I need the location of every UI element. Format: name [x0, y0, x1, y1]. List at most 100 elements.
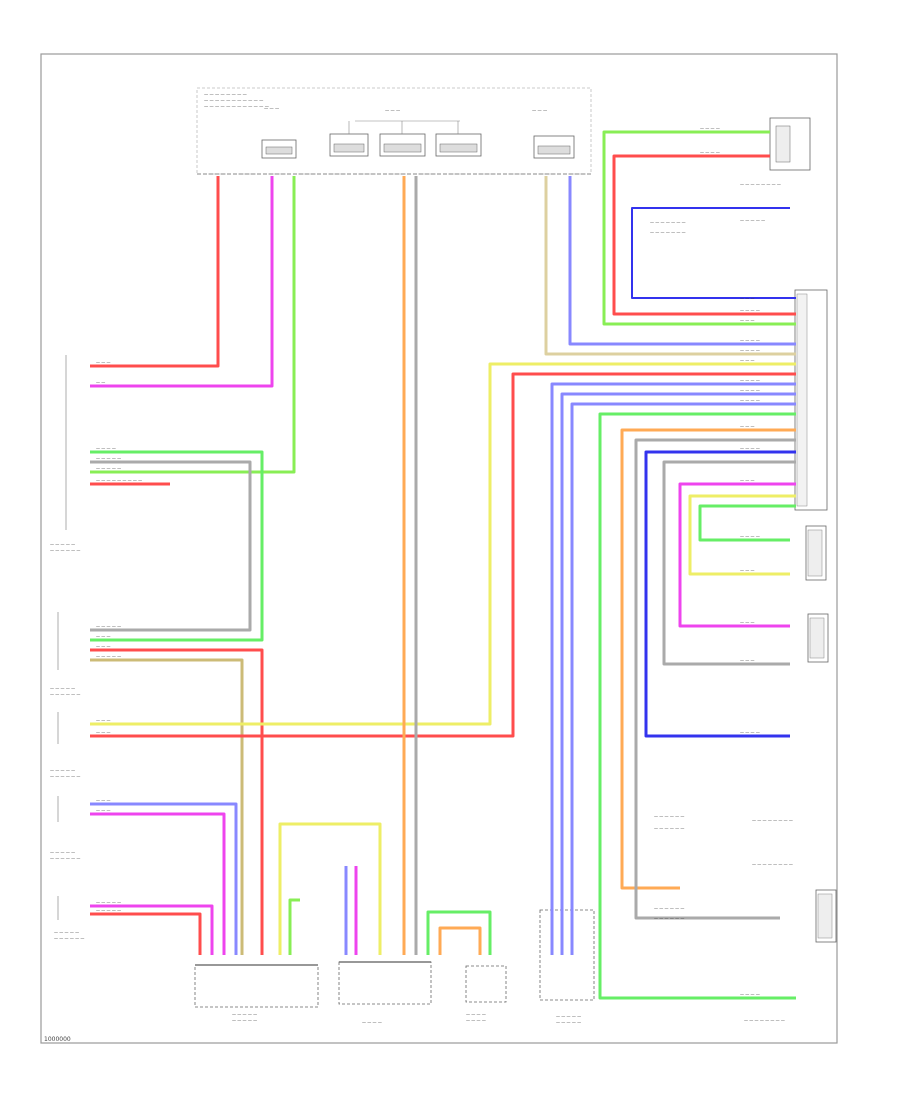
svg-text:— — — — — —: — — — — — — — [50, 692, 80, 697]
footer-code: 1000000 — [44, 1036, 71, 1043]
svg-text:— — — —: — — — — — [740, 378, 760, 383]
svg-text:— — — — — —: — — — — — — — [654, 916, 684, 921]
svg-text:— — — — — —: — — — — — — — [654, 814, 684, 819]
svg-text:— — — — — — — — — — —: — — — — — — — — — — — — [204, 98, 263, 103]
svg-text:— — —: — — — — [740, 478, 755, 483]
wire-grey-right — [634, 438, 796, 920]
wire-green-bottom — [426, 910, 492, 955]
wire-blue-right-top — [631, 207, 796, 299]
svg-text:— — —: — — — — [96, 634, 111, 639]
bottom-modules — [194, 909, 595, 1008]
svg-text:— — — — —: — — — — — — [54, 930, 79, 935]
svg-text:— — — —: — — — — — [740, 388, 760, 393]
wire-violet-bundle-3 — [570, 402, 796, 955]
svg-text:— — —: — — — — [96, 360, 111, 365]
wire-tan-center — [90, 658, 244, 955]
wire-red-right-top — [612, 154, 796, 316]
wire-green-mid — [288, 898, 300, 955]
right-connectors — [769, 117, 837, 943]
wire-orange-bottom — [438, 926, 482, 955]
svg-text:— — — —: — — — — — [96, 446, 116, 451]
svg-text:— — — — — —: — — — — — — — [654, 906, 684, 911]
svg-text:— — — — —: — — — — — — [50, 686, 75, 691]
wire-orange-right — [620, 428, 796, 890]
svg-text:— — —: — — — — [264, 106, 279, 111]
svg-text:— — — —: — — — — — [740, 992, 760, 997]
svg-text:— — — —: — — — — — [466, 1018, 486, 1023]
svg-text:— — — — — —: — — — — — — — [50, 856, 80, 861]
wire-light-green-left — [90, 450, 264, 642]
wire-green-bundle — [598, 412, 796, 1000]
svg-text:— — — — —: — — — — — — [96, 654, 121, 659]
svg-text:— — — —: — — — — — [740, 348, 760, 353]
wire-red-top — [90, 176, 220, 368]
svg-text:— — — — — — — —: — — — — — — — — — [204, 92, 247, 97]
svg-text:— — — —: — — — — — [740, 730, 760, 735]
svg-text:— — — — —: — — — — — — [556, 1020, 581, 1025]
wire-pink-right — [678, 482, 796, 628]
wire-green-right-low — [698, 504, 796, 542]
svg-text:— — — — —: — — — — — — [556, 1014, 581, 1019]
svg-text:— — — — — — — —: — — — — — — — — — [744, 1018, 785, 1023]
wire-red-long — [90, 372, 796, 738]
wire-violet-bundle-1 — [550, 382, 796, 955]
svg-text:— — —: — — — — [96, 798, 111, 803]
wire-blue-right — [644, 450, 796, 738]
svg-text:— — — — —: — — — — — — [740, 218, 765, 223]
svg-text:— — —: — — — — [740, 296, 755, 301]
svg-text:— — —: — — — — [740, 568, 755, 573]
top-control-module: — — — — — — — — — — — — — — — — — — — — … — [196, 87, 592, 175]
svg-text:— — — — —: — — — — — — [96, 900, 121, 905]
wire-labels: — — —— — — — — —— — — — — — — — — —— — —… — [50, 126, 793, 1025]
svg-text:— — —: — — — — [532, 108, 547, 113]
wire-grey-right-2 — [662, 460, 796, 666]
diagram-frame — [40, 53, 838, 1044]
svg-text:— — — — —: — — — — — — [96, 624, 121, 629]
svg-text:— — — — — — — —: — — — — — — — — — [752, 818, 793, 823]
svg-text:— — — —: — — — — — [700, 150, 720, 155]
svg-text:— — — — —: — — — — — — [96, 908, 121, 913]
svg-text:— — — — —: — — — — — — [50, 768, 75, 773]
wire-pink-top — [90, 176, 274, 388]
svg-text:— — — — — —: — — — — — — — [50, 548, 80, 553]
wire-yellow-mid — [278, 822, 382, 955]
svg-text:— — — — —: — — — — — — [96, 456, 121, 461]
svg-text:— — — —: — — — — — [740, 338, 760, 343]
svg-text:— — — — — — — — — — — —: — — — — — — — — — — — — — [204, 104, 269, 109]
svg-text:— — — —: — — — — — [362, 1020, 382, 1025]
svg-text:— — — — — —: — — — — — — — [654, 826, 684, 831]
svg-text:— — — — — — —: — — — — — — — — [650, 220, 686, 225]
svg-text:— — —: — — — — [96, 808, 111, 813]
wire-pink-left — [90, 812, 226, 955]
wire-violet-right — [568, 176, 796, 346]
svg-text:— — —: — — — — [385, 108, 400, 113]
wire-yellow-long — [90, 362, 796, 726]
svg-text:— — — — — — — —: — — — — — — — — — [740, 182, 781, 187]
svg-text:— — —: — — — — [740, 620, 755, 625]
svg-text:— — —: — — — — [740, 424, 755, 429]
svg-text:— — — — — —: — — — — — — — [54, 936, 84, 941]
svg-text:— — —: — — — — [96, 718, 111, 723]
svg-text:— — —: — — — — [96, 730, 111, 735]
svg-text:— — —: — — — — [96, 644, 111, 649]
svg-text:— — — — — — — —: — — — — — — — — — [752, 862, 793, 867]
svg-text:— — — — —: — — — — — — [232, 1018, 257, 1023]
svg-text:— — — —: — — — — — [740, 398, 760, 403]
svg-text:— — — —: — — — — — [740, 308, 760, 313]
svg-text:— —: — — — [96, 380, 105, 385]
wire-pink-bottom — [90, 904, 214, 955]
svg-text:— — — — — — — — —: — — — — — — — — — — [96, 478, 142, 483]
svg-text:— — — — —: — — — — — — [96, 466, 121, 471]
svg-text:— — — — — — —: — — — — — — — — [650, 230, 686, 235]
wire-violet-bundle-2 — [560, 392, 796, 955]
wire-tan-right — [544, 176, 796, 356]
wire-yellow-right — [688, 494, 796, 576]
svg-text:— — —: — — — — [740, 318, 755, 323]
svg-text:— — — —: — — — — — [700, 126, 720, 131]
wire-green-right-top — [602, 130, 796, 326]
wire-green-top — [90, 176, 296, 474]
svg-text:— — — — — —: — — — — — — — [50, 774, 80, 779]
wire-red-bottom — [90, 912, 202, 955]
svg-text:— — — —: — — — — — [466, 1012, 486, 1017]
